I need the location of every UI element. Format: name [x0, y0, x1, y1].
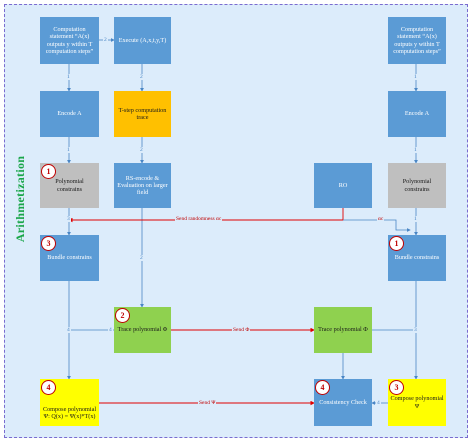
edge-label-enc-poly-left: 1 — [66, 147, 71, 153]
edge-label-trace-rs: 2 — [139, 147, 144, 153]
edge-label-poly-bundle-right: 1 — [413, 216, 418, 222]
badge-compose-left: 4 — [41, 380, 56, 395]
edge-label-poly-bundle-left: 3 — [66, 216, 71, 222]
edge-label-rs-tracepoly: 2 — [139, 255, 144, 261]
arithmetization-frame — [4, 4, 468, 438]
label-send-psi: Send Ψ — [198, 400, 217, 406]
node-execute: Execute (A,x,t,y,T) — [114, 17, 171, 64]
badge-consistency: 4 — [315, 380, 330, 395]
edge-label-tracepoly-compose: 4 — [108, 327, 113, 333]
badge-compose-right: 3 — [389, 380, 404, 395]
badge-bundle-left: 3 — [41, 236, 56, 251]
edge-label-enc-poly-right: 1 — [413, 147, 418, 153]
node-rs-encode: RS-encode & Evaluation on larger field — [114, 163, 171, 208]
badge-poly-left: 1 — [41, 164, 56, 179]
edge-alpha-c — [343, 219, 411, 232]
node-encode-right: Encode A — [388, 91, 446, 137]
node-trace-poly-right: Trace polynomial Φ — [314, 307, 372, 353]
edge-label-comp-enc-right: 1 — [413, 74, 418, 80]
node-ro: RO — [314, 163, 372, 208]
node-poly-right: Polynomial constrains — [388, 163, 446, 208]
node-trace: T-step computation trace — [114, 91, 171, 137]
badge-bundle-right: 1 — [389, 236, 404, 251]
edge-label-comp-enc-left: 1 — [66, 74, 71, 80]
edge-label-comp-exec: 2 — [103, 37, 108, 43]
label-send-randomness: Send randomness αc — [175, 216, 223, 222]
node-computation-left: Computation statement “A(x) outputs y wi… — [40, 17, 99, 64]
edge-label-bundle-compose-left: 4 — [66, 327, 71, 333]
badge-trace-poly-left: 2 — [115, 308, 130, 323]
edge-label-compose-consistency: 4 — [376, 400, 381, 406]
edge-label-bundle-compose-right: 3 — [413, 327, 418, 333]
label-send-phi: Send Φ — [232, 327, 251, 333]
node-computation-right: Computation statement “A(x) outputs y wi… — [388, 17, 446, 64]
node-encode-left: Encode A — [40, 91, 99, 137]
label-alpha-c: αc — [377, 216, 385, 222]
edge-label-exec-trace: 2 — [139, 74, 144, 80]
